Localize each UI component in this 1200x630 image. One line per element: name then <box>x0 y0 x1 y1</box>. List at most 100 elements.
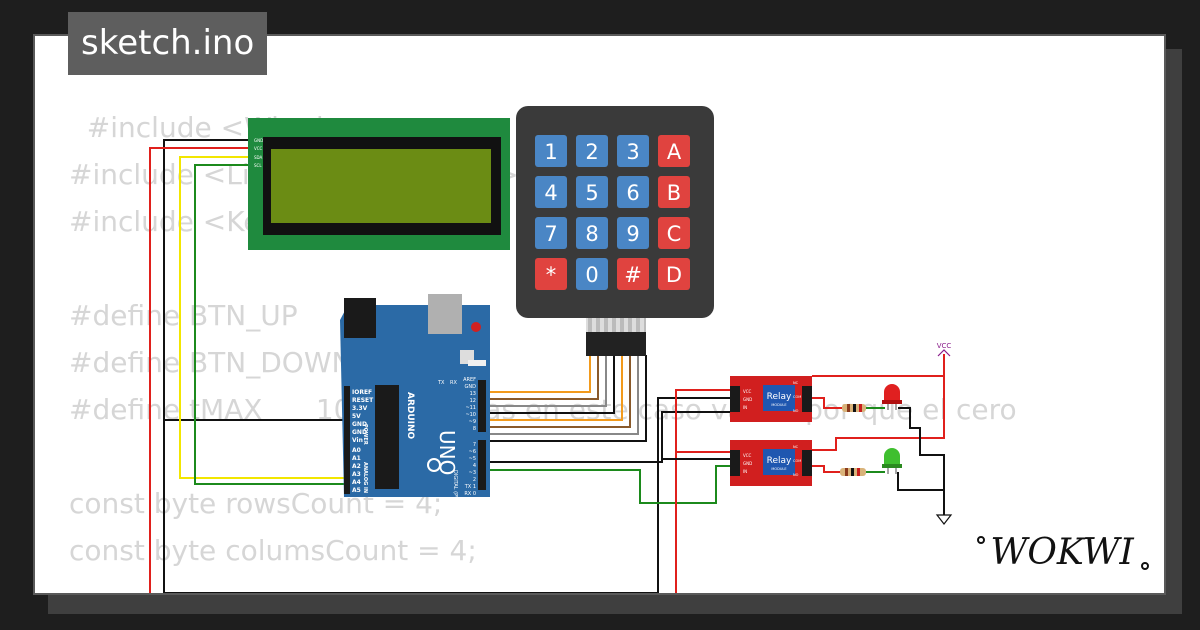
wire-vcc-relay2[interactable] <box>812 376 945 451</box>
pin-label: ~3 <box>469 470 476 476</box>
wire-relay2-in[interactable] <box>485 465 730 504</box>
vcc-symbol[interactable]: VCC <box>937 342 952 357</box>
keypad-key[interactable]: 8 <box>576 217 608 249</box>
wire-lcd-sda[interactable] <box>179 156 345 479</box>
keypad-connector-pins <box>588 318 646 332</box>
relay-contact-label: NO <box>793 473 799 477</box>
pin-label: GND <box>465 384 477 390</box>
pin-label: 4 <box>473 463 476 469</box>
resistor-2[interactable] <box>840 468 866 476</box>
wire-relay2-gnd[interactable] <box>661 412 730 460</box>
wires <box>149 139 945 593</box>
lcd-display[interactable]: GND VCC SDA SCL <box>248 118 510 250</box>
relay-contact-label: COM <box>793 395 801 399</box>
keypad-key[interactable]: 4 <box>535 176 567 208</box>
keypad-key[interactable]: 1 <box>535 135 567 167</box>
digital-label: DIGITAL (PWM ~) <box>452 470 458 513</box>
keypad-key-label: 5 <box>585 181 598 205</box>
relay-pin-label: VCC <box>743 389 752 394</box>
keypad-key[interactable]: D <box>658 258 690 290</box>
wire-kp-2[interactable] <box>485 355 599 400</box>
relay-pin-label: VCC <box>743 453 752 458</box>
relay-pin-label: IN <box>743 405 747 410</box>
keypad-key[interactable]: 9 <box>617 217 649 249</box>
pin-label: IOREF <box>352 389 372 396</box>
brand-label: ARDUINO <box>405 392 415 440</box>
keypad-key[interactable]: C <box>658 217 690 249</box>
rx-label: RX <box>450 380 457 386</box>
wire-lcd-scl[interactable] <box>194 164 345 485</box>
pin-label: A1 <box>352 455 361 462</box>
wire-led2-gnd[interactable] <box>897 472 944 491</box>
vcc-label: VCC <box>937 342 952 350</box>
relay-contact-label: NC <box>793 445 799 449</box>
lcd-pin-labels: GND VCC SDA SCL <box>254 138 263 168</box>
keypad-key[interactable]: B <box>658 176 690 208</box>
keypad-key[interactable]: 0 <box>576 258 608 290</box>
wire-kp-8[interactable] <box>485 355 647 442</box>
relay-pin-label: GND <box>743 397 752 402</box>
ground-symbol[interactable] <box>935 514 953 525</box>
led-red[interactable] <box>882 384 902 410</box>
keypad-key[interactable]: * <box>535 258 567 290</box>
wire-kp-4[interactable] <box>485 355 615 414</box>
keypad-key[interactable]: A <box>658 135 690 167</box>
wire-relay1-no[interactable] <box>812 397 842 409</box>
keypad-key[interactable]: 5 <box>576 176 608 208</box>
wire-lcd-vcc[interactable] <box>149 147 252 593</box>
pin-label: GND <box>352 429 367 436</box>
pin-label: 5V <box>352 413 361 420</box>
wire-gnd-bottom[interactable] <box>163 397 730 593</box>
pin-label: RESET <box>352 397 374 404</box>
wire-kp-1[interactable] <box>485 355 591 393</box>
header-power <box>344 380 486 494</box>
sketch-filename-label: sketch.ino <box>68 12 268 75</box>
wire-kp-6[interactable] <box>485 355 631 428</box>
lcd-pin-label: SDA <box>254 155 263 160</box>
wire-kp-5[interactable] <box>485 355 623 421</box>
pin-label: ~11 <box>465 405 476 411</box>
model-label: UNO <box>435 430 459 475</box>
lcd-pin-label: SCL <box>254 163 262 168</box>
pin-label: GND <box>352 421 367 428</box>
keypad-key[interactable]: 6 <box>617 176 649 208</box>
relay-contact-label: NC <box>793 381 799 385</box>
wire-relay-vcc[interactable] <box>675 389 730 593</box>
pin-label: TX 1 <box>464 484 476 490</box>
wire-relay2-no[interactable] <box>812 465 840 473</box>
pin-label: A2 <box>352 463 361 470</box>
keypad-key[interactable]: # <box>617 258 649 290</box>
wire-kp-7[interactable] <box>485 355 639 435</box>
keypad-key-label: 1 <box>544 140 557 164</box>
keypad-key-label: 4 <box>544 181 557 205</box>
pin-label: 13 <box>470 391 476 397</box>
relay-pin-label: GND <box>743 461 752 466</box>
pin-label: ~9 <box>469 419 476 425</box>
atmega-chip <box>375 385 399 489</box>
pin-label: A0 <box>352 447 361 454</box>
arduino-uno[interactable]: IOREF RESET 3.3V 5V GND GND Vin A0 A1 A2… <box>340 294 490 513</box>
pin-label: RX 0 <box>464 491 476 497</box>
keypad-key[interactable]: 2 <box>576 135 608 167</box>
pin-label: AREF <box>463 377 476 383</box>
wire-led1-gnd[interactable] <box>898 407 945 515</box>
keypad-key-label: # <box>624 263 642 287</box>
power-label: POWER <box>362 424 368 445</box>
keypad-key-label: 8 <box>585 222 598 246</box>
keypad-key-label: 0 <box>585 263 598 287</box>
wire-lcd-gnd[interactable] <box>163 139 345 421</box>
wire-kp-3[interactable] <box>485 355 607 407</box>
keypad-key-label: 6 <box>626 181 639 205</box>
keypad-key[interactable]: 7 <box>535 217 567 249</box>
reset-button[interactable] <box>471 322 481 332</box>
led-green[interactable] <box>882 448 902 474</box>
pin-label: A5 <box>352 487 361 494</box>
keypad-key[interactable]: 3 <box>617 135 649 167</box>
resistor-1[interactable] <box>842 404 866 412</box>
wire-vcc-relay1[interactable] <box>812 354 945 377</box>
